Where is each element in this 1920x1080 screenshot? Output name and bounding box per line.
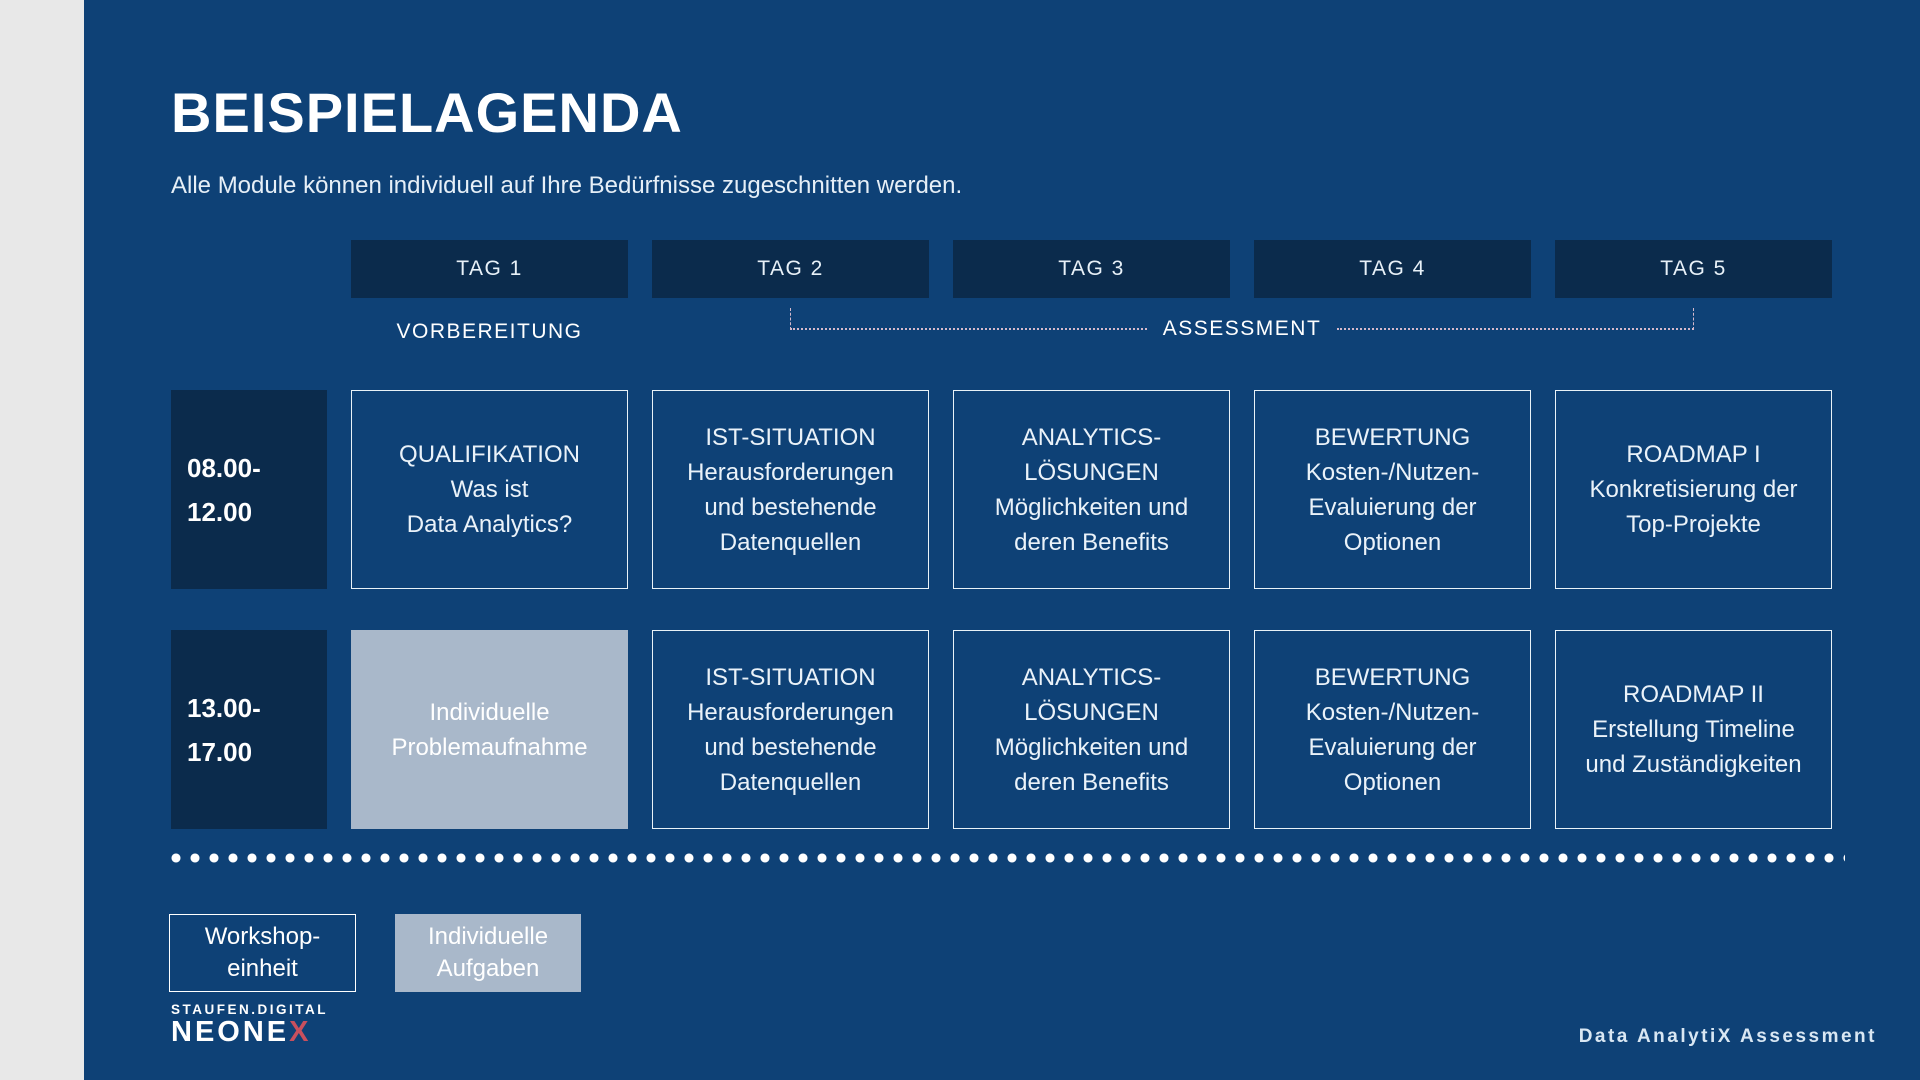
day-header-tag5: TAG 5 [1555,240,1832,298]
legend-individuelle-aufgaben: Individuelle Aufgaben [395,914,581,992]
footer-assessment-label: Data AnalytiX Assessment [1578,1026,1877,1047]
cell-tag4-afternoon: BEWERTUNG Kosten-/Nutzen- Evaluierung de… [1254,630,1531,829]
bracket-tick-left [790,308,791,330]
cell-tag5-morning: ROADMAP I Konkretisierung der Top-Projek… [1555,390,1832,589]
cell-tag5-afternoon: ROADMAP II Erstellung Timeline und Zustä… [1555,630,1832,829]
legend-workshop-einheit: Workshop- einheit [169,914,356,992]
logo-neonex-x: X [289,1016,312,1048]
time-slot-morning: 08.00- 12.00 [171,390,327,589]
left-gray-strip [0,0,84,1080]
cell-tag4-morning: BEWERTUNG Kosten-/Nutzen- Evaluierung de… [1254,390,1531,589]
cell-tag3-afternoon: ANALYTICS- LÖSUNGEN Möglichkeiten und de… [953,630,1230,829]
day-header-tag3: TAG 3 [953,240,1230,298]
logo-staufen-digital: STAUFEN.DIGITAL [171,1002,328,1017]
dotted-separator [171,853,1845,863]
time-slot-afternoon: 13.00- 17.00 [171,630,327,829]
bracket-dotted-line-right [1337,328,1695,330]
logo-neonex-wordmark: NEONEX [171,1017,328,1047]
cell-tag2-afternoon: IST-SITUATION Herausforderungen und best… [652,630,929,829]
bracket-dotted-line-left [790,328,1147,330]
assessment-bracket: ASSESSMENT [790,308,1695,342]
bracket-tick-right [1693,308,1694,330]
cell-tag3-morning: ANALYTICS- LÖSUNGEN Möglichkeiten und de… [953,390,1230,589]
cell-tag2-morning: IST-SITUATION Herausforderungen und best… [652,390,929,589]
day-header-tag2: TAG 2 [652,240,929,298]
phase-label-assessment: ASSESSMENT [1162,317,1322,340]
phase-label-vorbereitung: VORBEREITUNG [396,320,583,343]
day-header-row: TAG 1 TAG 2 TAG 3 TAG 4 TAG 5 [351,240,1832,298]
schedule-row-morning: 08.00- 12.00 QUALIFIKATION Was ist Data … [171,390,1832,589]
cell-tag1-afternoon: Individuelle Problemaufnahme [351,630,628,829]
day-header-tag4: TAG 4 [1254,240,1531,298]
logo-neonex-text: NEONE [171,1016,290,1048]
cell-tag1-morning: QUALIFIKATION Was ist Data Analytics? [351,390,628,589]
day-header-tag1: TAG 1 [351,240,628,298]
schedule-row-afternoon: 13.00- 17.00 Individuelle Problemaufnahm… [171,630,1832,829]
page-title: BEISPIELAGENDA [171,81,683,144]
neonex-logo: STAUFEN.DIGITAL NEONEX [171,1002,328,1047]
page-subtitle: Alle Module können individuell auf Ihre … [171,172,963,199]
